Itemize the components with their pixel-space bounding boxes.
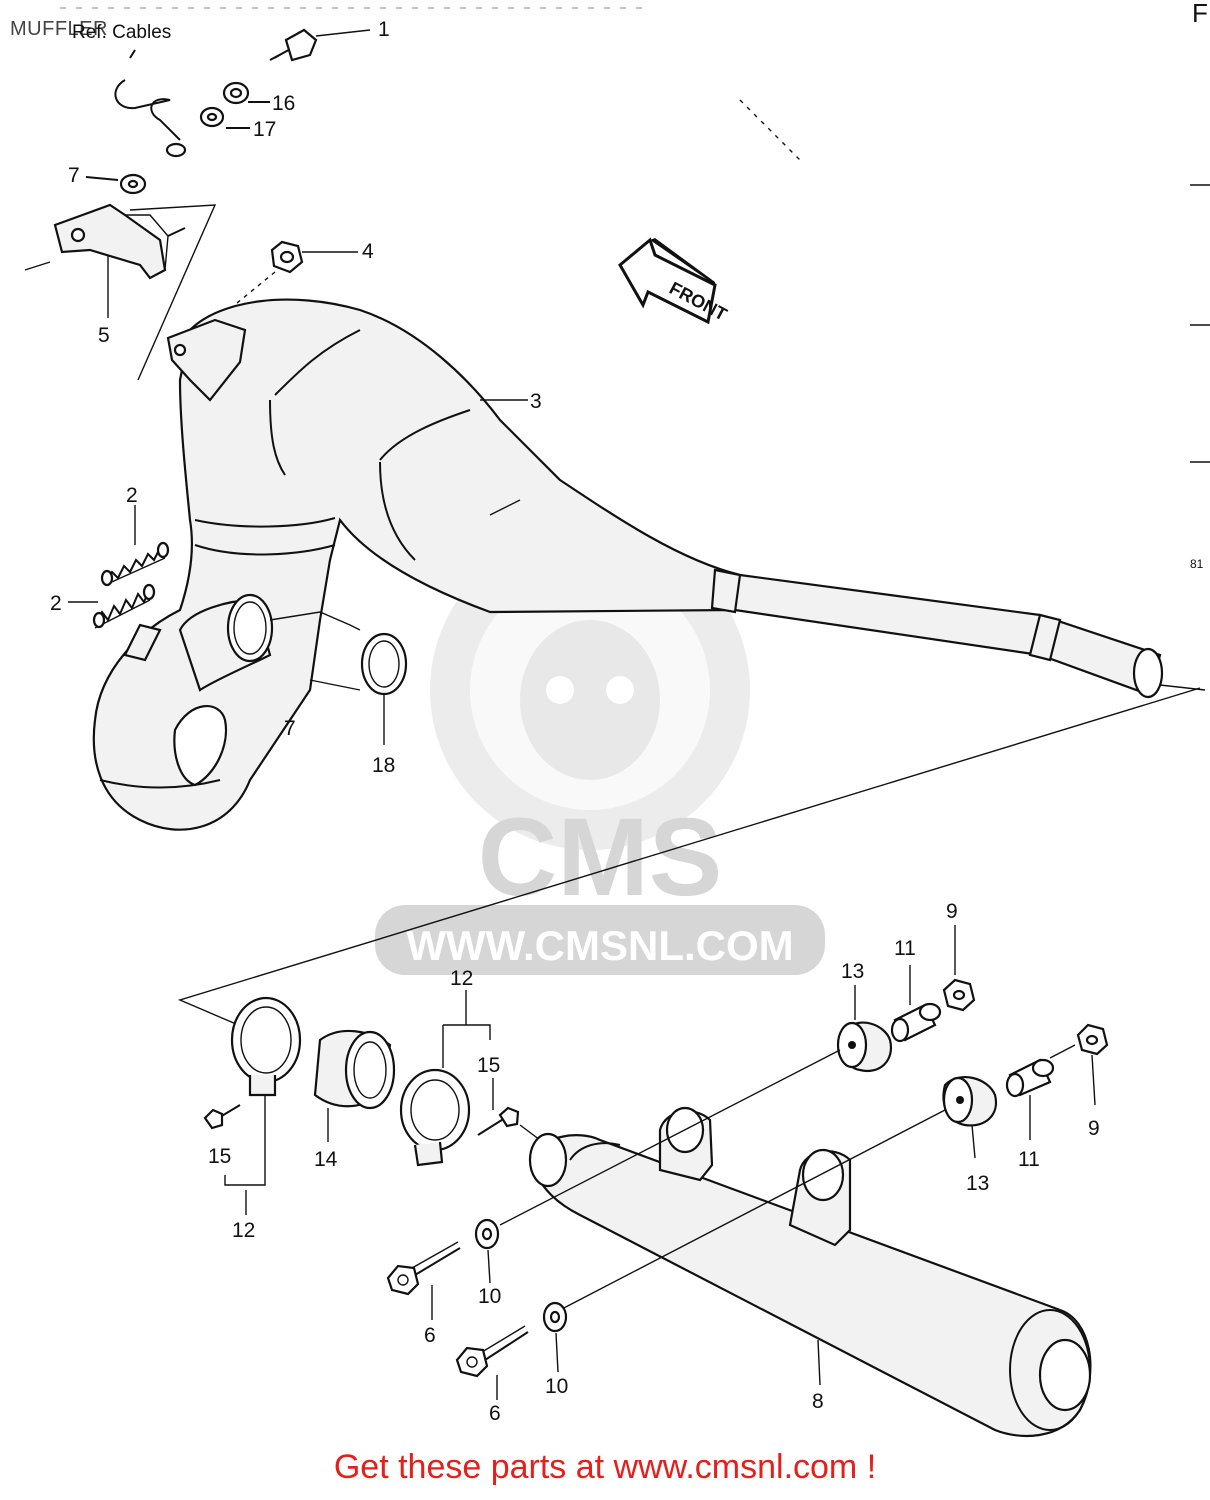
collar-11-lower <box>1005 1058 1055 1098</box>
nut-9-upper <box>942 978 976 1012</box>
callout-11-lower: 11 <box>1018 1148 1040 1171</box>
damper-13-upper <box>836 1021 893 1073</box>
bolt-6-upper <box>386 1241 461 1296</box>
callout-9-lower: 9 <box>1088 1117 1100 1140</box>
corner-letter: F <box>1192 0 1208 28</box>
watermark-brand: CMS <box>478 796 722 919</box>
callout-7-lower: 7 <box>284 717 296 740</box>
nut-4 <box>270 240 304 274</box>
callout-1: 1 <box>378 18 390 41</box>
ref-cables-label: Ref. Cables <box>72 22 171 43</box>
callout-13-upper: 13 <box>841 960 864 983</box>
sleeve-14 <box>313 1029 396 1110</box>
damper-13-lower <box>942 1076 998 1127</box>
callout-16: 16 <box>272 92 295 115</box>
bolt-1 <box>269 28 318 62</box>
callout-13-lower: 13 <box>966 1172 989 1195</box>
callout-15-left: 15 <box>208 1145 231 1168</box>
spring-2-lower <box>92 583 156 629</box>
callout-9-upper: 9 <box>946 900 958 923</box>
washer-7 <box>119 173 147 195</box>
washer-10-lower <box>542 1301 568 1333</box>
callout-3: 3 <box>530 390 542 413</box>
bracket-5 <box>24 203 186 280</box>
page-title: MUFFLER <box>10 18 108 40</box>
callout-6-lower: 6 <box>489 1402 501 1425</box>
callout-2-upper: 2 <box>126 484 138 507</box>
callout-17: 17 <box>253 118 276 141</box>
bolt-6-lower <box>455 1325 529 1378</box>
callout-5: 5 <box>98 324 110 347</box>
bolt-15-left <box>203 1104 241 1130</box>
callout-12-left: 12 <box>232 1219 255 1242</box>
diagram-code: 81 <box>1190 557 1204 571</box>
clamp-12-right <box>399 1068 471 1167</box>
washer-16 <box>222 81 250 105</box>
gasket-18 <box>360 632 408 696</box>
callout-10-lower: 10 <box>545 1375 568 1398</box>
bolt-15-right <box>477 1106 520 1136</box>
clamp-12-left <box>230 996 302 1097</box>
callout-14: 14 <box>314 1148 338 1171</box>
callout-10-upper: 10 <box>478 1285 501 1308</box>
callout-12-right: 12 <box>450 967 473 990</box>
expansion-chamber-3 <box>92 298 1164 831</box>
nut-9-lower <box>1076 1023 1109 1056</box>
washer-17 <box>199 106 225 128</box>
callout-7-top: 7 <box>68 164 80 187</box>
callout-8: 8 <box>812 1390 824 1413</box>
spring-2-upper <box>100 541 170 587</box>
cable-clip <box>114 49 187 158</box>
callout-2-lower: 2 <box>50 592 62 615</box>
callout-18: 18 <box>372 754 395 777</box>
callout-6-upper: 6 <box>424 1324 436 1347</box>
callout-4: 4 <box>362 240 374 263</box>
get-parts-link[interactable]: Get these parts at www.cmsnl.com ! <box>333 1448 877 1486</box>
washer-10-upper <box>474 1218 500 1250</box>
callout-15-right: 15 <box>477 1054 500 1077</box>
watermark-url: WWW.CMSNL.COM <box>406 922 793 969</box>
callout-11-upper: 11 <box>894 937 916 960</box>
front-arrow: FRONT <box>618 237 730 325</box>
collar-11-upper <box>890 1002 942 1043</box>
silencer-8 <box>528 1106 1092 1438</box>
